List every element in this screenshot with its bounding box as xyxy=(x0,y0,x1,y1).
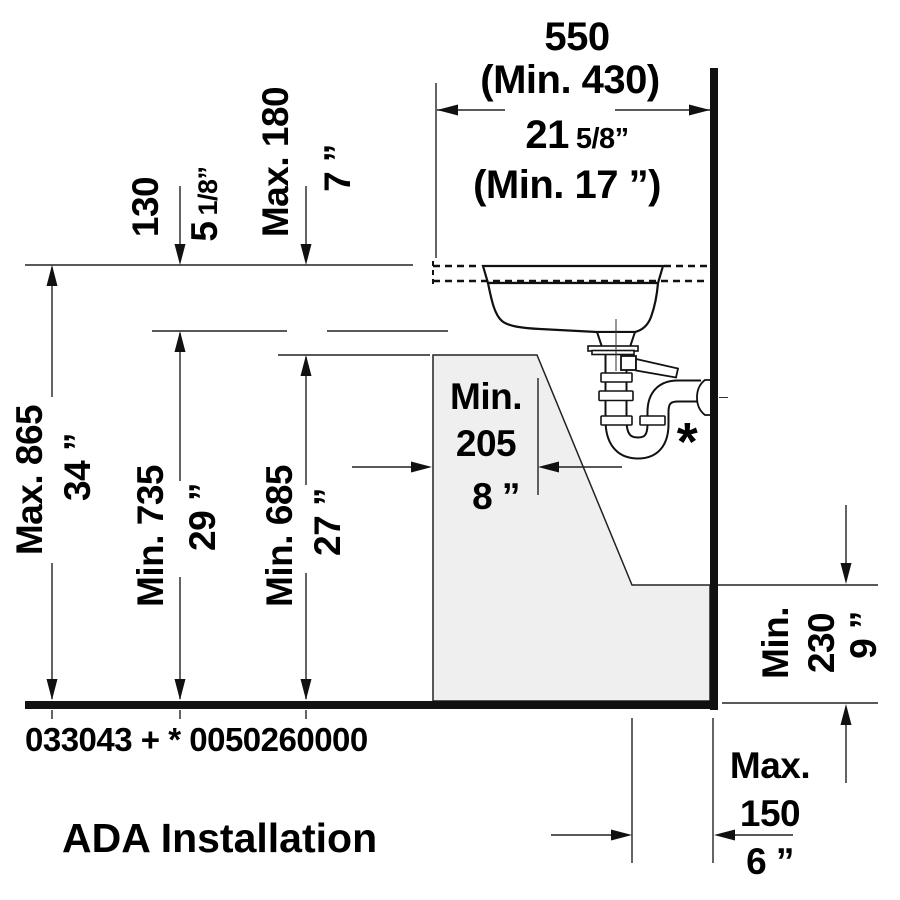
counter-dashed-lines xyxy=(432,261,709,286)
dim-rim-drop-in-whole: 5 xyxy=(183,221,225,242)
pop-up-lever xyxy=(620,355,680,379)
dim-knee-depth-in: 8 ” xyxy=(472,475,520,517)
dim-rim-height-in: 34 ” xyxy=(56,433,98,501)
dim-rim-drop-inches: 5 1/8” xyxy=(183,166,225,242)
sink-basin xyxy=(486,281,660,334)
dim-width-in-min: (Min. 17 ”) xyxy=(473,163,661,208)
dim-rim-drop-mm: 130 xyxy=(124,176,166,238)
dim-underside-clearance-in: 29 ” xyxy=(181,483,223,551)
dim-width-mm-min: (Min. 430) xyxy=(480,58,660,103)
dim-toe-depth-line1: Max. xyxy=(729,745,811,786)
dim-width-in-whole: 21 xyxy=(525,113,569,158)
dim-knee-clearance-in: 27 ” xyxy=(306,488,348,556)
centerlines xyxy=(615,319,728,398)
p-trap xyxy=(604,351,701,460)
wall-flange xyxy=(696,379,713,416)
floor xyxy=(25,701,718,709)
dim-toe-height-mm-line2: 230 xyxy=(801,612,842,674)
dim-knee-clearance-mm: Min. 685 xyxy=(258,465,300,607)
dim-apron-drop-mm: Max. 180 xyxy=(254,86,296,238)
dim-width-mm: 550 xyxy=(544,15,610,60)
dim-knee-depth-mm-line2: 205 xyxy=(455,423,517,464)
dim-rim-height-mm: Max. 865 xyxy=(8,404,50,556)
dim-toe-height-in: 9 ” xyxy=(842,611,884,659)
product-code: 033043 + * 0050260000 xyxy=(25,721,368,758)
dimension-lines xyxy=(25,83,878,863)
dim-toe-depth: Max. 150 6 ” xyxy=(729,742,811,886)
dimension-arrows xyxy=(46,104,852,841)
dim-underside-clearance-mm: Min. 735 xyxy=(129,465,171,607)
dim-rim-drop-in-fraction: 1/8” xyxy=(192,166,223,216)
wall xyxy=(710,68,718,710)
dim-knee-depth-mm-line1: Min. xyxy=(450,376,522,417)
dim-apron-drop-in: 7 ” xyxy=(316,144,358,192)
diagram-title: ADA Installation xyxy=(62,815,378,861)
dim-toe-depth-line3: 6 ” xyxy=(746,841,794,882)
asterisk-marker: * xyxy=(676,412,698,472)
dim-toe-height-mm-line1: Min. xyxy=(755,607,796,679)
dim-toe-height-mm: Min. 230 xyxy=(753,607,845,679)
dim-knee-depth-mm: Min. 205 xyxy=(450,373,522,467)
dim-toe-depth-line2: 150 xyxy=(739,793,801,834)
dim-width-in-fraction: 5/8” xyxy=(575,123,629,156)
